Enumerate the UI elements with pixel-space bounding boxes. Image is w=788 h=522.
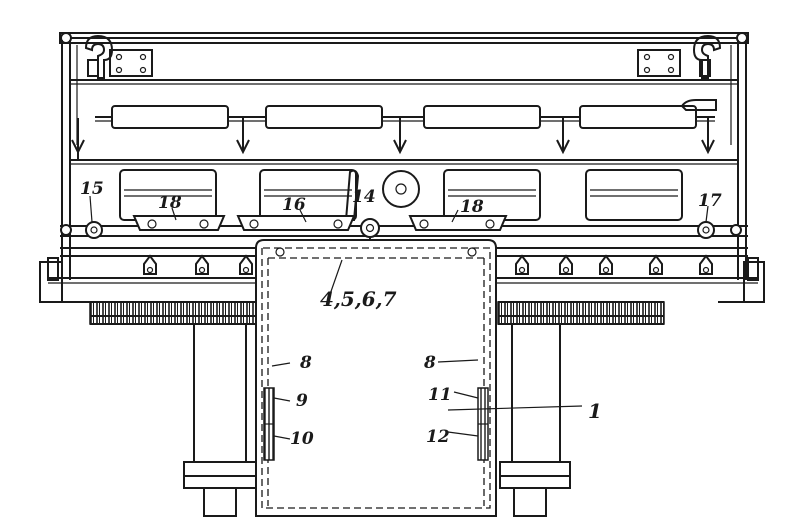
side-blocks	[39, 257, 765, 303]
label-14: 14	[352, 187, 376, 207]
curved-plate	[344, 169, 360, 221]
label-18-left: 18	[158, 193, 182, 213]
disc	[382, 170, 420, 208]
right-plate	[637, 49, 681, 77]
top-bar	[59, 32, 749, 44]
label-9: 9	[296, 391, 308, 411]
label-11: 11	[428, 385, 452, 405]
label-4-5-6-7: 4,5,6,7	[320, 287, 397, 311]
roller-shaft	[95, 99, 717, 129]
label-8-left: 8	[299, 353, 312, 373]
right-hook	[692, 34, 722, 79]
label-10: 10	[290, 429, 314, 449]
label-8-right: 8	[423, 353, 436, 373]
label-15: 15	[80, 179, 104, 199]
left-needle-bed	[89, 301, 257, 325]
label-12: 12	[426, 427, 450, 447]
clamp-bars	[132, 215, 508, 231]
lower-nuts	[143, 254, 713, 275]
label-1: 1	[588, 399, 602, 423]
panels	[119, 169, 683, 221]
label-18-right: 18	[460, 197, 484, 217]
pedestals	[183, 324, 571, 517]
left-plate	[109, 49, 153, 77]
right-needle-bed	[497, 301, 665, 325]
transparent-box	[255, 239, 497, 517]
fork-brackets	[71, 118, 715, 160]
label-16: 16	[282, 195, 306, 215]
left-hook	[84, 34, 114, 79]
leader-lines	[89, 195, 709, 440]
label-17: 17	[698, 191, 722, 211]
